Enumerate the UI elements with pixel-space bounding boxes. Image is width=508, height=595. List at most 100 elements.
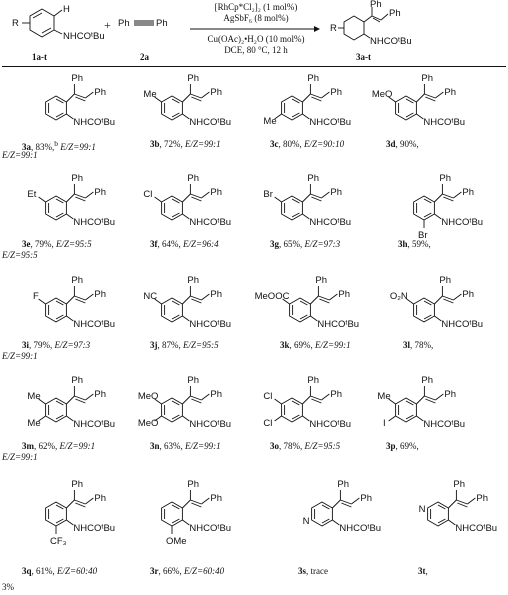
bond	[191, 196, 202, 202]
bond	[66, 213, 74, 220]
bond	[191, 398, 202, 404]
bond	[74, 295, 86, 301]
phenyl-label: Ph	[94, 289, 106, 300]
phenyl-label: Ph	[421, 73, 433, 84]
phenyl-label: Ph	[210, 289, 222, 300]
bond	[66, 193, 75, 203]
bond	[182, 113, 190, 120]
bond	[66, 499, 75, 509]
substituent-label: NC	[143, 291, 157, 302]
substituent-label: Me	[27, 418, 40, 429]
bond	[191, 502, 202, 508]
bond	[442, 295, 454, 301]
bond	[85, 497, 94, 505]
bond	[55, 314, 64, 320]
condition-oxidant: Cu(OAc)₂•H₂O (10 mol%)	[207, 34, 305, 44]
bond	[274, 113, 282, 120]
bond	[302, 395, 311, 405]
caption-3a: 3a, 83%,b E/Z=99:1	[22, 139, 96, 152]
amide-label: NHCOᵗBu	[309, 117, 351, 128]
bond	[55, 300, 64, 306]
bond	[154, 298, 162, 305]
bond	[38, 298, 46, 305]
phenyl-label: Ph	[187, 173, 199, 184]
caption-3q: 3q, 61%, E/Z=60:40	[22, 566, 98, 576]
caption-3l: 3l, 78%,	[403, 340, 434, 350]
bond	[299, 300, 308, 306]
bond	[332, 499, 341, 509]
bond	[351, 497, 360, 505]
condition-additive: AgSbF₆ (8 mol%)	[223, 13, 289, 23]
bond	[191, 96, 202, 102]
phenyl-label: Ph	[94, 389, 106, 400]
caption-3n: 3n, 63%, E/Z=99:1	[150, 441, 221, 451]
reagent-2-label: 2a	[140, 52, 149, 62]
svg-text:Ph: Ph	[118, 18, 130, 29]
substituent-label: MeO	[138, 391, 159, 402]
bond	[299, 314, 308, 320]
bond	[182, 193, 191, 203]
phenyl-label: Ph	[315, 275, 327, 286]
caption-3i-line2: E/Z=99:1	[2, 351, 38, 361]
caption-3o: 3o, 78%, E/Z=95:5	[270, 441, 341, 451]
substituent-label: OMe	[166, 536, 187, 547]
bond	[171, 518, 180, 524]
substituent-label: Me	[143, 89, 156, 100]
bond	[201, 393, 210, 401]
reagent-1-label: 1a-t	[32, 52, 47, 62]
bond	[74, 499, 86, 505]
phenyl-label: Ph	[94, 87, 106, 98]
caption-3i: 3i, 79%, E/Z=97:3	[22, 340, 91, 350]
substituent-label: MeOOC	[255, 291, 290, 302]
phenyl-label: Ph	[330, 87, 342, 98]
structure-reagent-2: Ph Ph	[118, 18, 168, 29]
bond	[182, 499, 191, 509]
bond	[66, 395, 75, 405]
phenyl-label: Ph	[421, 375, 433, 386]
bond	[85, 293, 94, 301]
bond	[182, 213, 190, 220]
bond	[182, 415, 190, 422]
bond	[291, 414, 300, 420]
bond	[154, 96, 162, 103]
bond	[201, 293, 210, 301]
bond	[311, 196, 322, 202]
amide-label: NHCOᵗBu	[189, 419, 231, 430]
bond	[171, 198, 180, 204]
scheme-divider	[2, 66, 506, 67]
amide-label: NHCOᵗBu	[309, 217, 351, 228]
phenyl-label: Ph	[187, 479, 199, 490]
amide-label: NHCOᵗBu	[317, 319, 359, 330]
phenyl-label: Ph	[338, 289, 350, 300]
bond	[423, 212, 432, 218]
bond	[154, 398, 162, 405]
bond	[448, 499, 457, 509]
bond	[456, 499, 468, 505]
bond	[437, 504, 446, 510]
amide-label: NHCOᵗBu	[73, 217, 115, 228]
bond	[467, 497, 476, 505]
amide-label: NHCOᵗBu	[441, 319, 483, 330]
bond	[321, 393, 330, 401]
substituent-label: I	[383, 418, 386, 429]
svg-text:NHCOᵗBu: NHCOᵗBu	[370, 36, 412, 47]
substituent-label: MeO	[138, 418, 159, 429]
bond	[190, 193, 202, 199]
svg-text:R: R	[330, 23, 337, 34]
bond	[424, 93, 436, 99]
structure-product: R Ph Ph NHCOᵗBu	[330, 0, 412, 47]
amide-label: NHCOᵗBu	[423, 419, 465, 430]
phenyl-label: Ph	[210, 187, 222, 198]
bond	[55, 414, 64, 420]
bond	[291, 400, 300, 406]
substituent-label: Et	[27, 189, 36, 200]
bond	[171, 504, 180, 510]
bond	[55, 212, 64, 218]
bond	[66, 315, 74, 322]
bond	[329, 293, 338, 301]
bond	[405, 400, 414, 406]
bond	[55, 504, 64, 510]
